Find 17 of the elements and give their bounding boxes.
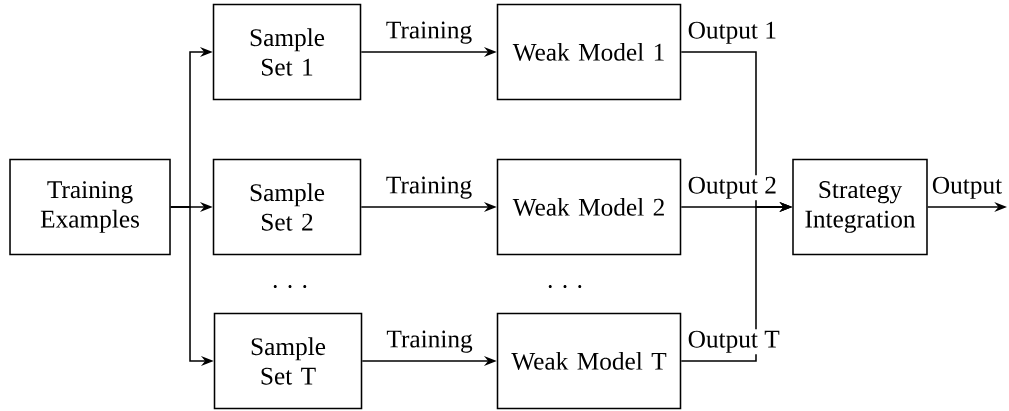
process-box: Weak Model 1 bbox=[496, 3, 682, 101]
ellipsis: · · · bbox=[273, 285, 307, 289]
edge-label: Output 2 bbox=[686, 175, 779, 201]
process-box: Weak Model T bbox=[496, 312, 682, 410]
ellipsis: · · · bbox=[548, 285, 582, 289]
process-box: Sample Set T bbox=[213, 312, 363, 410]
process-box: Sample Set 1 bbox=[212, 3, 362, 101]
process-box: Sample Set 2 bbox=[212, 158, 362, 256]
edge-label: Output 1 bbox=[686, 20, 779, 46]
process-box: Weak Model 2 bbox=[496, 158, 682, 256]
edge-label: Training bbox=[384, 175, 474, 201]
edge-label: Output bbox=[930, 175, 1004, 201]
edge-label: Output T bbox=[686, 329, 782, 355]
edge-label: Training bbox=[385, 329, 475, 355]
process-box: Strategy Integration bbox=[792, 158, 928, 256]
edge-label: Training bbox=[384, 20, 474, 46]
process-box: Training Examples bbox=[9, 158, 171, 256]
